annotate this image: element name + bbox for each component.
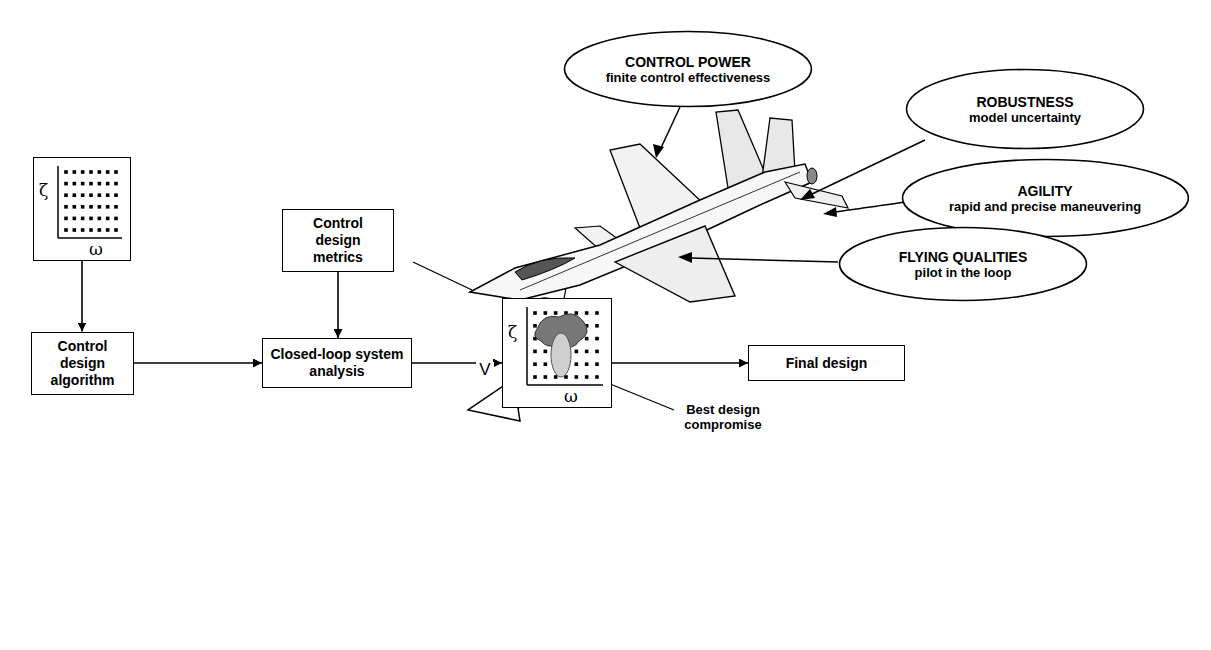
callout-ellipse: AGILITYrapid and precise maneuvering: [901, 158, 1190, 238]
flow-arrow: [81, 261, 83, 332]
flow-arrow: [337, 272, 339, 339]
node-text: finite control effectiveness: [606, 70, 771, 85]
process-box: Control design algorithm: [31, 332, 134, 395]
node-title: Control design metrics: [290, 215, 386, 266]
axis-label: ζ: [508, 323, 517, 341]
annotation-label: Best design compromise: [678, 402, 768, 432]
flow-arrow: [134, 362, 262, 364]
node-title: Control design algorithm: [39, 338, 126, 389]
node-title: CONTROL POWER: [625, 54, 751, 70]
callout-ellipse: CONTROL POWERfinite control effectivenes…: [563, 30, 813, 108]
axis-label: ω: [564, 387, 578, 405]
node-title: ROBUSTNESS: [976, 94, 1073, 110]
grid-plot: [34, 158, 130, 260]
process-box: Control design metrics: [282, 209, 394, 272]
node-title: Closed-loop system analysis: [270, 346, 404, 380]
process-box: Closed-loop system analysis: [262, 338, 412, 388]
callout-ellipse: ROBUSTNESSmodel uncertainty: [905, 68, 1145, 150]
node-text: model uncertainty: [969, 110, 1081, 125]
velocity-label: V: [476, 362, 494, 377]
node-text: rapid and precise maneuvering: [949, 199, 1141, 214]
node-title: Final design: [786, 355, 868, 372]
node-title: FLYING QUALITIES: [899, 249, 1028, 265]
callout-ellipse: FLYING QUALITIESpilot in the loop: [838, 226, 1088, 302]
process-box: Final design: [748, 345, 905, 381]
grid-plot: [503, 299, 611, 407]
design-grid: ζω: [502, 298, 612, 408]
axis-label: ζ: [39, 181, 48, 199]
node-text: pilot in the loop: [915, 265, 1012, 280]
design-grid: ζω: [33, 157, 131, 261]
flow-arrow: [612, 362, 748, 364]
node-title: AGILITY: [1017, 183, 1072, 199]
axis-label: ω: [89, 240, 103, 258]
